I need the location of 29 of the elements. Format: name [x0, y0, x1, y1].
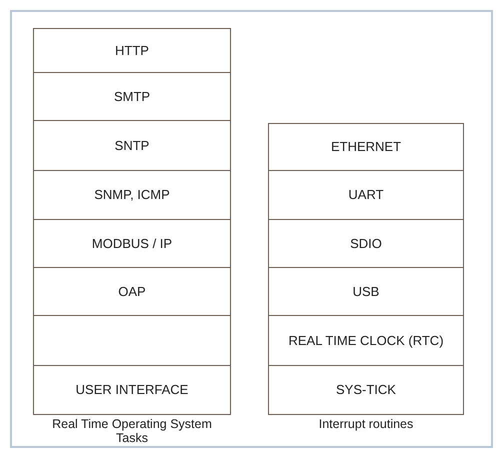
layer-label: USB: [352, 284, 380, 299]
layer-label: USER INTERFACE: [74, 382, 190, 397]
stack-layer: [33, 266, 231, 317]
layer-label: SDIO: [349, 236, 383, 251]
layer-label: SYS-TICK: [335, 382, 397, 397]
stack-layer: [268, 170, 464, 221]
stack-layer: [33, 120, 231, 172]
stack-layer: [33, 364, 231, 415]
stack-layer: [33, 170, 231, 221]
stack-layer: [33, 28, 231, 74]
layer-label: REAL TIME CLOCK (RTC): [287, 334, 445, 348]
column-caption: Interrupt routines: [318, 417, 414, 432]
column-caption: Real Time Operating System Tasks: [51, 417, 213, 446]
layer-label: SNTP: [114, 138, 150, 153]
layer-label: ETHERNET: [330, 140, 402, 155]
stack-layer: [268, 364, 464, 415]
stack-layer: [268, 266, 464, 317]
layer-label: SMTP: [112, 90, 152, 104]
layer-label: MODBUS / IP: [90, 236, 174, 251]
layer-label: HTTP: [114, 44, 150, 58]
stack-layer: [33, 314, 231, 367]
stack-layer: [268, 123, 464, 172]
stack-layer: [33, 72, 231, 122]
layer-label: UART: [347, 188, 385, 202]
layer-label: OAP: [117, 284, 147, 299]
layer-label: SNMP, ICMP: [93, 188, 171, 202]
stack-layer: [268, 314, 464, 367]
stack-layer: [268, 218, 464, 269]
stack-layer: [33, 218, 231, 269]
